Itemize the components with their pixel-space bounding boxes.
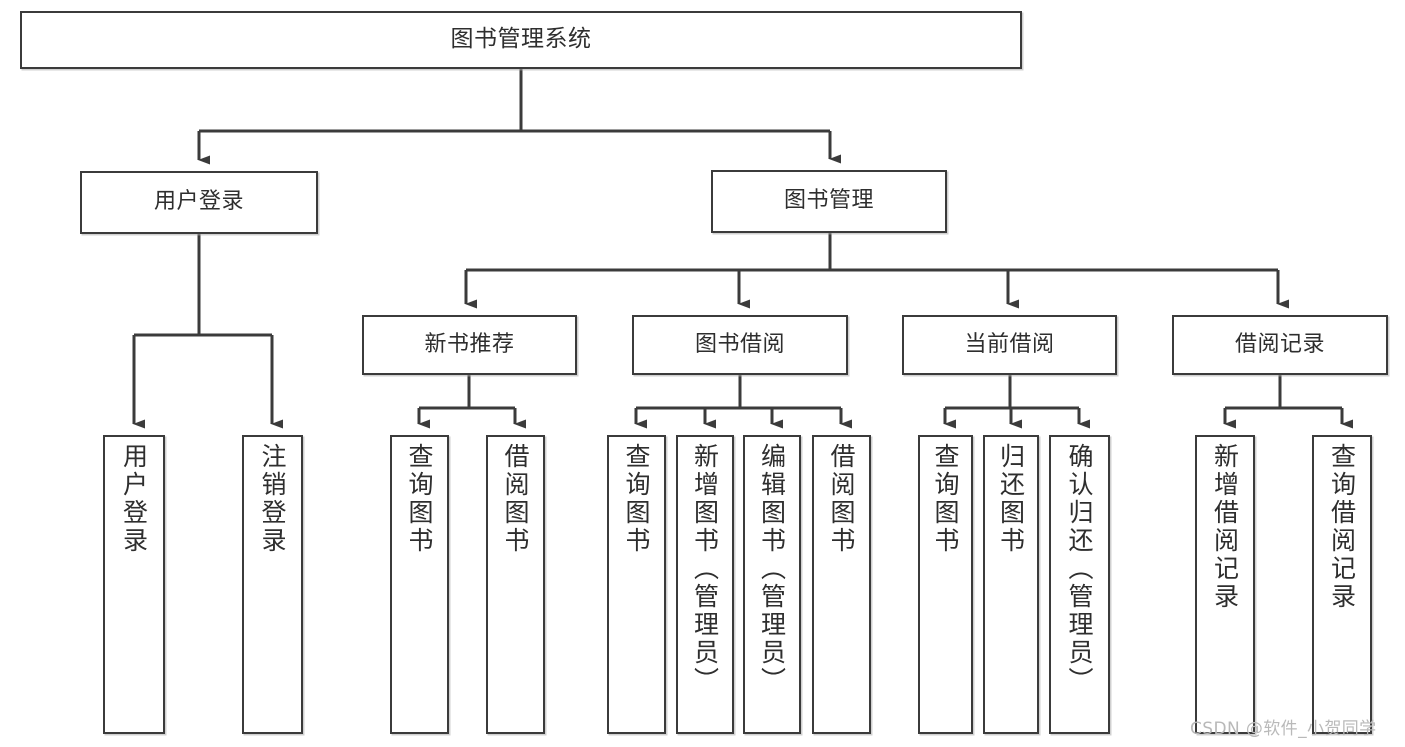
node-leaf-return-book-label: 归还图书 — [996, 443, 1026, 555]
node-leaf-return-book[interactable]: 归还图书 — [983, 435, 1039, 734]
node-leaf-borrow-book-rec-label: 借阅图书 — [501, 443, 530, 555]
node-root[interactable]: 图书管理系统 — [20, 11, 1022, 69]
node-leaf-query-book-rec-label: 查询图书 — [405, 443, 434, 555]
node-leaf-edit-book-admin[interactable]: 编辑图书（管理员） — [743, 435, 801, 734]
node-borrow-record[interactable]: 借阅记录 — [1172, 315, 1388, 375]
node-leaf-query-borrow-record-label: 查询借阅记录 — [1327, 443, 1357, 611]
node-book-manage-label: 图书管理 — [783, 188, 874, 214]
node-leaf-add-book-admin[interactable]: 新增图书（管理员） — [676, 435, 734, 734]
node-leaf-borrow-book-brw[interactable]: 借阅图书 — [812, 435, 871, 734]
node-leaf-query-book-brw[interactable]: 查询图书 — [607, 435, 666, 734]
node-leaf-query-book-rec[interactable]: 查询图书 — [390, 435, 449, 734]
node-book-borrow[interactable]: 图书借阅 — [632, 315, 848, 375]
node-leaf-add-borrow-record-label: 新增借阅记录 — [1210, 443, 1240, 611]
node-user-login-label: 用户登录 — [153, 189, 244, 215]
node-book-borrow-label: 图书借阅 — [694, 331, 785, 357]
node-current-borrow-label: 当前借阅 — [964, 331, 1055, 357]
node-leaf-edit-book-admin-label: 编辑图书（管理员） — [757, 443, 787, 695]
node-new-book-recommend[interactable]: 新书推荐 — [362, 315, 577, 375]
node-leaf-user-logout-label: 注销登录 — [258, 443, 287, 555]
node-new-book-recommend-label: 新书推荐 — [424, 331, 515, 357]
node-leaf-borrow-book-rec[interactable]: 借阅图书 — [486, 435, 545, 734]
node-leaf-add-book-admin-label: 新增图书（管理员） — [690, 443, 720, 695]
node-leaf-query-book-cur[interactable]: 查询图书 — [918, 435, 973, 734]
node-leaf-user-login[interactable]: 用户登录 — [103, 435, 165, 734]
node-leaf-query-book-brw-label: 查询图书 — [622, 443, 651, 555]
node-leaf-query-borrow-record[interactable]: 查询借阅记录 — [1312, 435, 1372, 734]
node-root-label: 图书管理系统 — [450, 26, 592, 53]
node-leaf-add-borrow-record[interactable]: 新增借阅记录 — [1195, 435, 1255, 734]
node-leaf-user-login-label: 用户登录 — [119, 443, 149, 555]
node-book-manage[interactable]: 图书管理 — [711, 170, 947, 233]
node-leaf-borrow-book-brw-label: 借阅图书 — [827, 443, 856, 555]
node-leaf-query-book-cur-label: 查询图书 — [931, 443, 960, 555]
node-leaf-confirm-return-label: 确认归还（管理员） — [1065, 443, 1094, 695]
node-user-login[interactable]: 用户登录 — [80, 171, 318, 234]
node-borrow-record-label: 借阅记录 — [1234, 331, 1325, 357]
node-leaf-user-logout[interactable]: 注销登录 — [242, 435, 303, 734]
node-leaf-confirm-return[interactable]: 确认归还（管理员） — [1049, 435, 1110, 734]
watermark: CSDN @软件_小贺同学 — [1190, 719, 1377, 739]
node-current-borrow[interactable]: 当前借阅 — [902, 315, 1117, 375]
